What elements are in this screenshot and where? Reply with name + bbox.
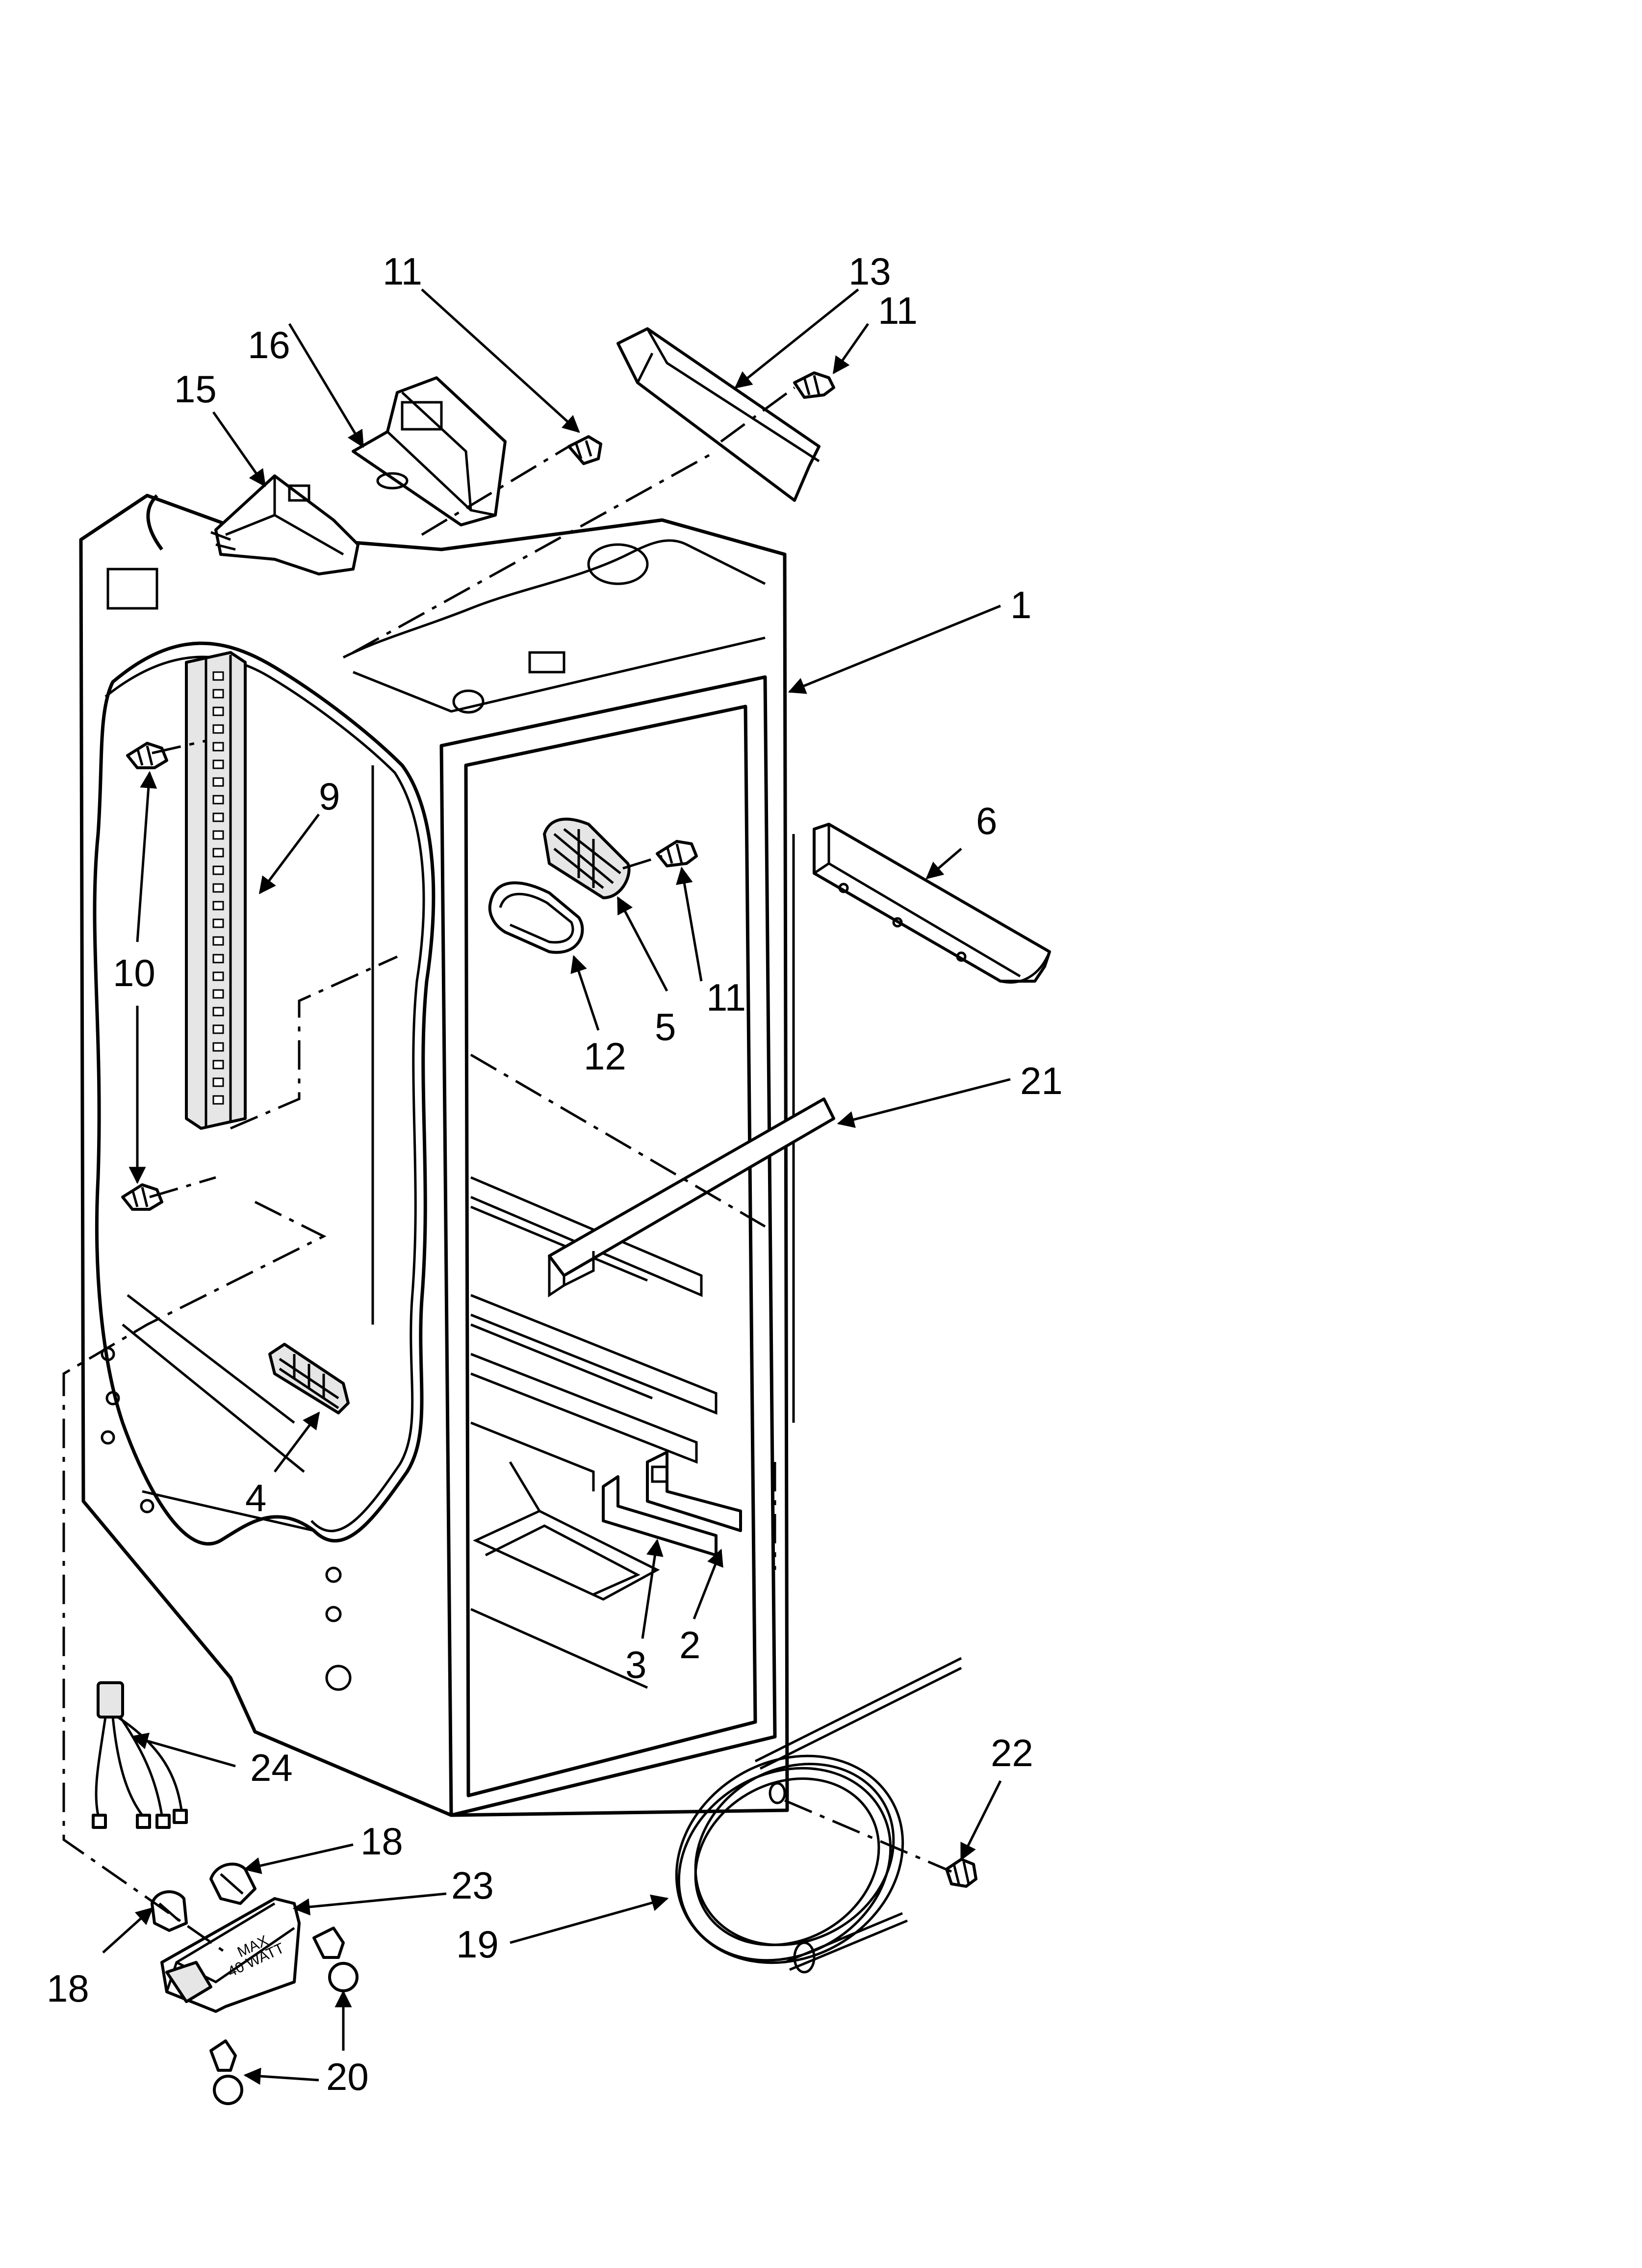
- rail-slot: [212, 883, 224, 893]
- rail-slot: [212, 689, 224, 699]
- callout-9: 9: [319, 775, 340, 818]
- callout-23: 23: [451, 1864, 494, 1907]
- rail-slot: [212, 848, 224, 858]
- drain-tube: [602, 1475, 718, 1557]
- rail-slot: [212, 742, 224, 752]
- assembly-lines: [62, 386, 952, 1954]
- rail-slot: [212, 1042, 224, 1052]
- callout-18-upper: 18: [360, 1820, 403, 1863]
- rail-slot: [212, 671, 224, 681]
- rail-slot: [212, 1024, 224, 1034]
- rail-slot: [212, 759, 224, 769]
- callout-19: 19: [456, 1923, 499, 1966]
- air-diffuser-grille: [543, 817, 631, 899]
- screw-10-bottom: [121, 1183, 163, 1211]
- callout-3: 3: [625, 1643, 646, 1686]
- callout-20: 20: [326, 2055, 369, 2098]
- wire-harness: [92, 1681, 188, 1829]
- socket-pin-right: [312, 1927, 359, 1992]
- socket-pin-bottom: [209, 2039, 243, 2105]
- control-housing-bracket: [352, 376, 507, 526]
- rail-slot: [212, 1095, 224, 1105]
- callout-11-right: 11: [878, 289, 918, 332]
- air-duct-cover: [813, 823, 1051, 984]
- rail-slot: [212, 971, 224, 981]
- rail-slot: [212, 795, 224, 805]
- shelf-ladder-rail: [185, 651, 247, 1130]
- callout-22: 22: [991, 1731, 1033, 1774]
- rail-slot: [212, 706, 224, 716]
- diffuser-cover: [488, 881, 584, 954]
- rail-slot: [212, 901, 224, 911]
- callout-18-lower: 18: [47, 1967, 89, 2010]
- rail-slot: [212, 777, 224, 787]
- callout-4: 4: [245, 1476, 266, 1519]
- callout-21: 21: [1020, 1059, 1063, 1102]
- rail-slot: [212, 865, 224, 875]
- callout-5: 5: [655, 1005, 676, 1048]
- screw-11-right: [793, 371, 835, 399]
- screw-11-vent: [656, 840, 698, 867]
- refrigerator-liner: [79, 494, 795, 1817]
- air-grille: [268, 1343, 350, 1414]
- rail-slot: [212, 989, 224, 999]
- callout-16: 16: [248, 323, 290, 366]
- water-tube-coil: [675, 1657, 962, 1974]
- callout-6: 6: [976, 799, 997, 842]
- screw-22: [945, 1858, 977, 1888]
- callout-11-top: 11: [383, 250, 422, 293]
- rail-slot: [212, 1060, 224, 1069]
- rail-slot: [212, 724, 224, 734]
- callout-1: 1: [1010, 583, 1031, 626]
- callout-numbers: 1 6 21 13 11 11 16 15 9 10 11 5 12 4 2 3…: [47, 250, 1063, 2098]
- drain-trough: [646, 1451, 742, 1532]
- rail-slot: [212, 936, 224, 946]
- screw-11-top: [567, 435, 602, 465]
- callout-12: 12: [584, 1035, 626, 1078]
- rail-slot: [212, 812, 224, 822]
- lamp-socket-clip-lower: [151, 1890, 188, 1932]
- rail-slot: [212, 830, 224, 840]
- rail-slot: [212, 1007, 224, 1017]
- shelf-rails: [470, 1176, 718, 1491]
- callout-11-vent: 11: [706, 976, 746, 1019]
- callout-10: 10: [113, 951, 155, 994]
- rail-slot: [212, 954, 224, 964]
- callout-24: 24: [250, 1746, 293, 1789]
- screw-10-top: [126, 742, 168, 769]
- callout-15: 15: [174, 367, 217, 411]
- callout-13: 13: [848, 250, 891, 293]
- leader-lines: [102, 288, 1011, 2085]
- lamp-socket: MAX 40 WATT: [160, 1897, 301, 2013]
- callout-2: 2: [679, 1623, 700, 1667]
- top-trim-strip: [616, 327, 821, 502]
- shelf-cross-support: [548, 1097, 835, 1298]
- rail-slot: [212, 918, 224, 928]
- temperature-control: [210, 474, 359, 575]
- rail-slot: [212, 1077, 224, 1087]
- lamp-socket-clip-upper: [209, 1862, 257, 1905]
